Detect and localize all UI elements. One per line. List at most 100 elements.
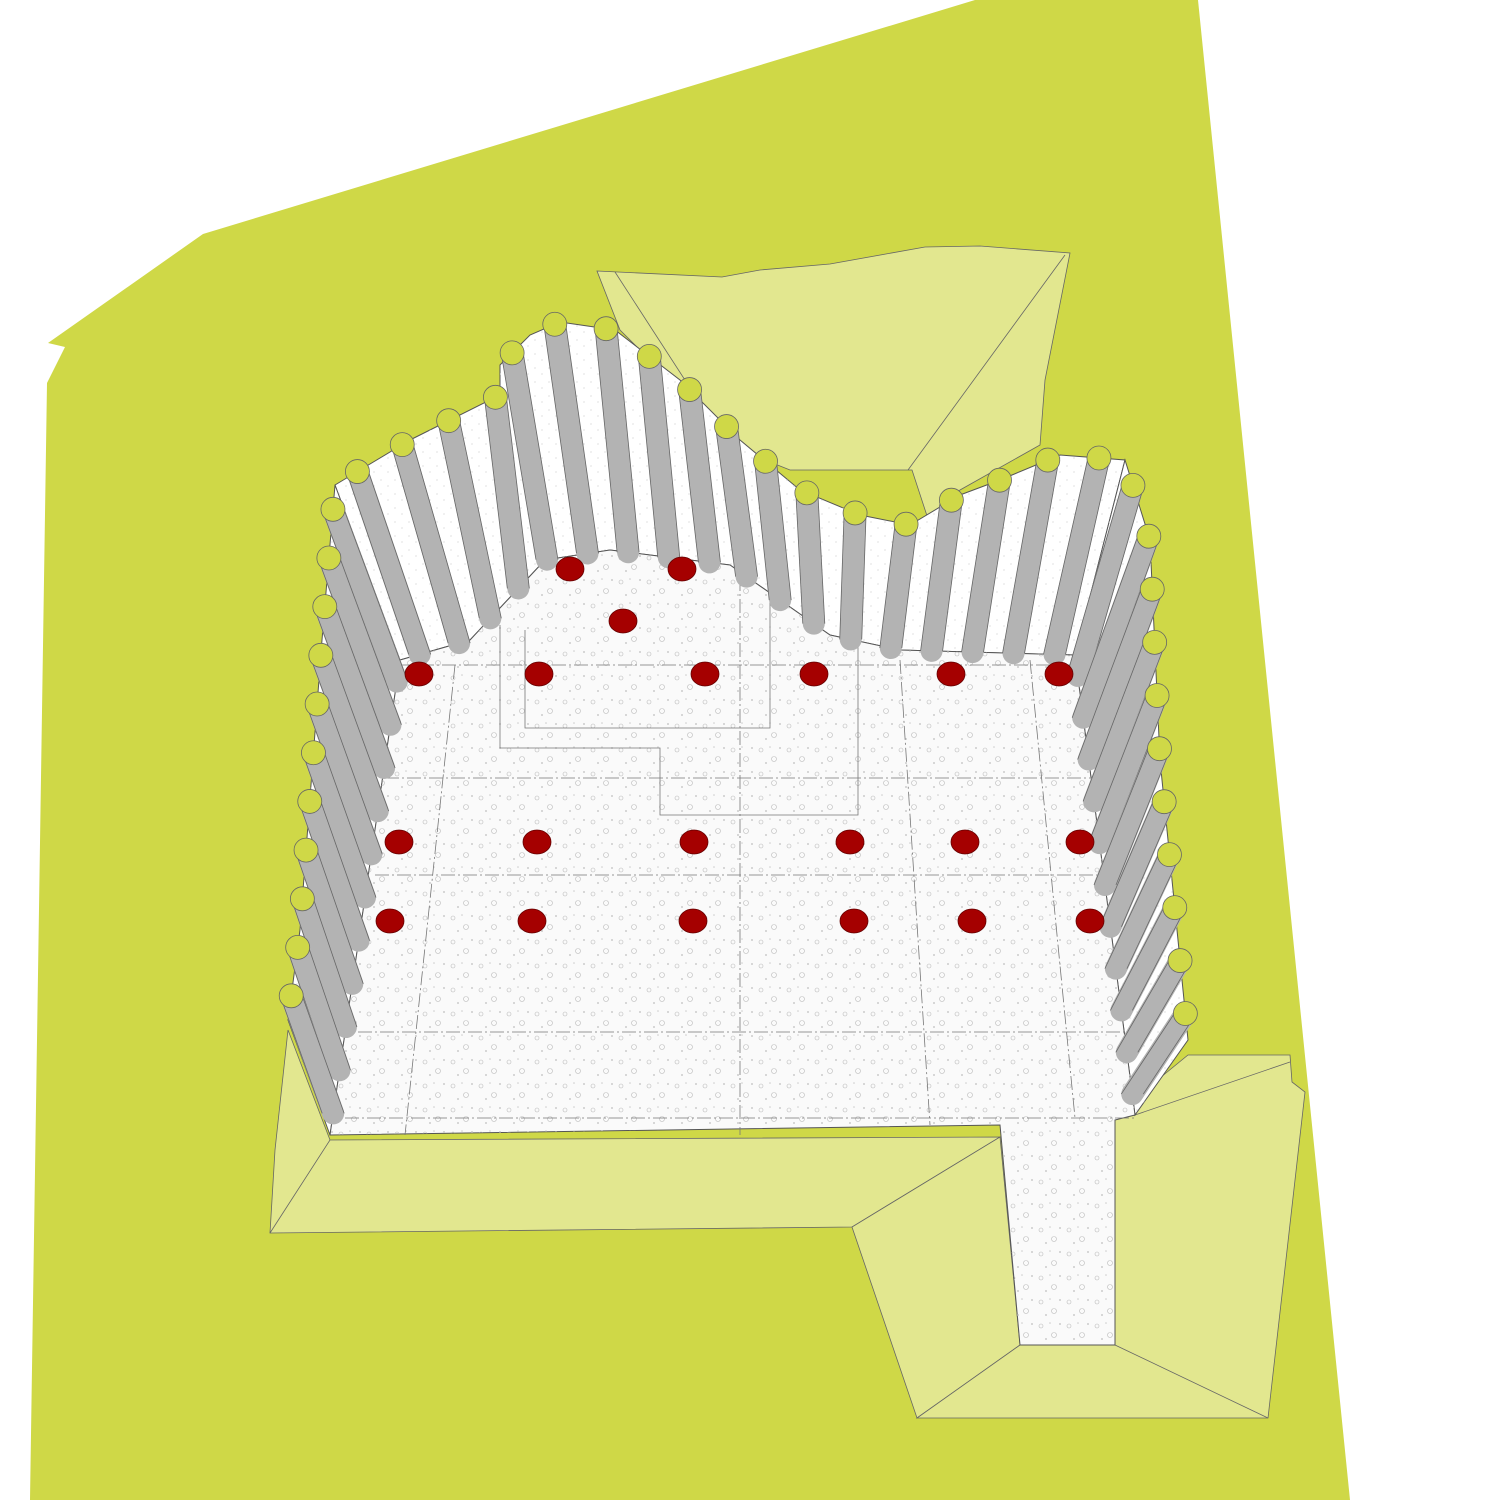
pile-top	[289, 886, 315, 912]
pile-top	[593, 316, 619, 342]
pile-edge	[983, 480, 1011, 653]
pile-edge	[839, 512, 845, 640]
pile-edge	[1043, 457, 1089, 655]
pile-top	[1151, 789, 1177, 815]
column-marker	[667, 556, 697, 582]
pile-edge	[412, 444, 471, 644]
pile	[437, 409, 502, 630]
pile-top	[1120, 472, 1146, 498]
pile	[1066, 474, 1144, 687]
pile-top	[312, 594, 338, 620]
pile	[1110, 896, 1186, 1022]
pile-edge	[737, 426, 759, 577]
pile-edge	[543, 324, 577, 554]
pile-top	[987, 467, 1012, 493]
pile-edge	[1132, 907, 1187, 1011]
pile	[1072, 525, 1160, 729]
pile-edge	[1088, 485, 1145, 677]
column-marker	[608, 608, 638, 634]
pile-top	[297, 789, 323, 814]
pile	[298, 790, 370, 952]
pile-edge	[1115, 748, 1171, 886]
pile	[1104, 843, 1181, 980]
pile-top	[293, 837, 319, 863]
pile-top	[1139, 576, 1165, 602]
pile-caps	[278, 311, 1198, 1125]
pile	[1115, 949, 1192, 1064]
grid-line	[404, 664, 456, 1136]
pile-edge	[301, 995, 345, 1114]
pile-edge	[522, 352, 559, 560]
pile	[501, 341, 558, 571]
pile	[291, 887, 357, 1039]
column-marker	[950, 829, 980, 855]
pit-recess-outline	[499, 625, 859, 816]
pile-edge	[459, 420, 502, 619]
column-marker	[1044, 661, 1074, 687]
pile-top	[1086, 445, 1112, 471]
pile-top	[345, 459, 370, 484]
pile-top	[285, 934, 311, 960]
pile-top	[278, 983, 304, 1009]
pile-edge	[565, 324, 599, 554]
pile-edge	[327, 703, 383, 855]
pile-edge	[1137, 960, 1192, 1053]
pile-edge	[368, 471, 432, 655]
pile	[484, 386, 530, 600]
pile-edge	[1099, 801, 1154, 927]
column-marker	[384, 829, 414, 855]
pile-top	[483, 384, 508, 410]
column-marker	[524, 661, 554, 687]
pile-edge	[594, 328, 618, 553]
pile	[1077, 578, 1164, 771]
pile-edge	[901, 524, 918, 649]
pile-edge	[920, 500, 941, 651]
pile-edge	[279, 995, 323, 1114]
column-marker	[404, 661, 434, 687]
pile	[317, 546, 402, 736]
pile-edge	[700, 389, 721, 563]
pile-edge	[961, 480, 989, 653]
pile-top	[794, 480, 820, 506]
pile-edge	[331, 655, 390, 812]
pile-top	[1167, 948, 1193, 973]
pile-edge	[1104, 854, 1159, 969]
pile-edge	[324, 752, 377, 898]
pile-top	[677, 377, 702, 402]
pile	[595, 317, 640, 564]
pile-edge	[1088, 695, 1147, 844]
pile-top	[636, 343, 662, 369]
pile-top	[304, 691, 330, 717]
pile-edge	[678, 389, 699, 563]
pile-top	[1136, 523, 1162, 549]
column-marker	[690, 661, 720, 687]
pile-edge	[795, 492, 804, 624]
column-markers	[375, 556, 1105, 934]
pile-edge	[390, 444, 449, 644]
pile	[961, 469, 1011, 664]
pile-top	[1157, 842, 1182, 868]
pile-top	[714, 414, 739, 439]
column-marker	[522, 829, 552, 855]
pile-top	[1162, 895, 1188, 921]
pile	[1002, 449, 1059, 665]
pile	[286, 936, 351, 1082]
pile-edge	[1071, 536, 1139, 718]
pile	[1121, 1002, 1197, 1106]
pile-edge	[339, 557, 402, 725]
pile	[678, 378, 721, 574]
column-marker	[957, 908, 987, 934]
pile-edge	[346, 471, 410, 655]
pile-edge	[1024, 460, 1060, 654]
column-marker	[799, 661, 829, 687]
pile-edge	[1142, 1013, 1197, 1095]
pile-edge	[616, 328, 640, 553]
pile	[1099, 790, 1176, 938]
pile-edge	[316, 849, 364, 984]
pile-top	[938, 487, 964, 513]
pile-top	[389, 432, 415, 458]
pile-edge	[335, 606, 396, 769]
pile-edge	[637, 356, 659, 558]
pile-edge	[659, 356, 681, 558]
